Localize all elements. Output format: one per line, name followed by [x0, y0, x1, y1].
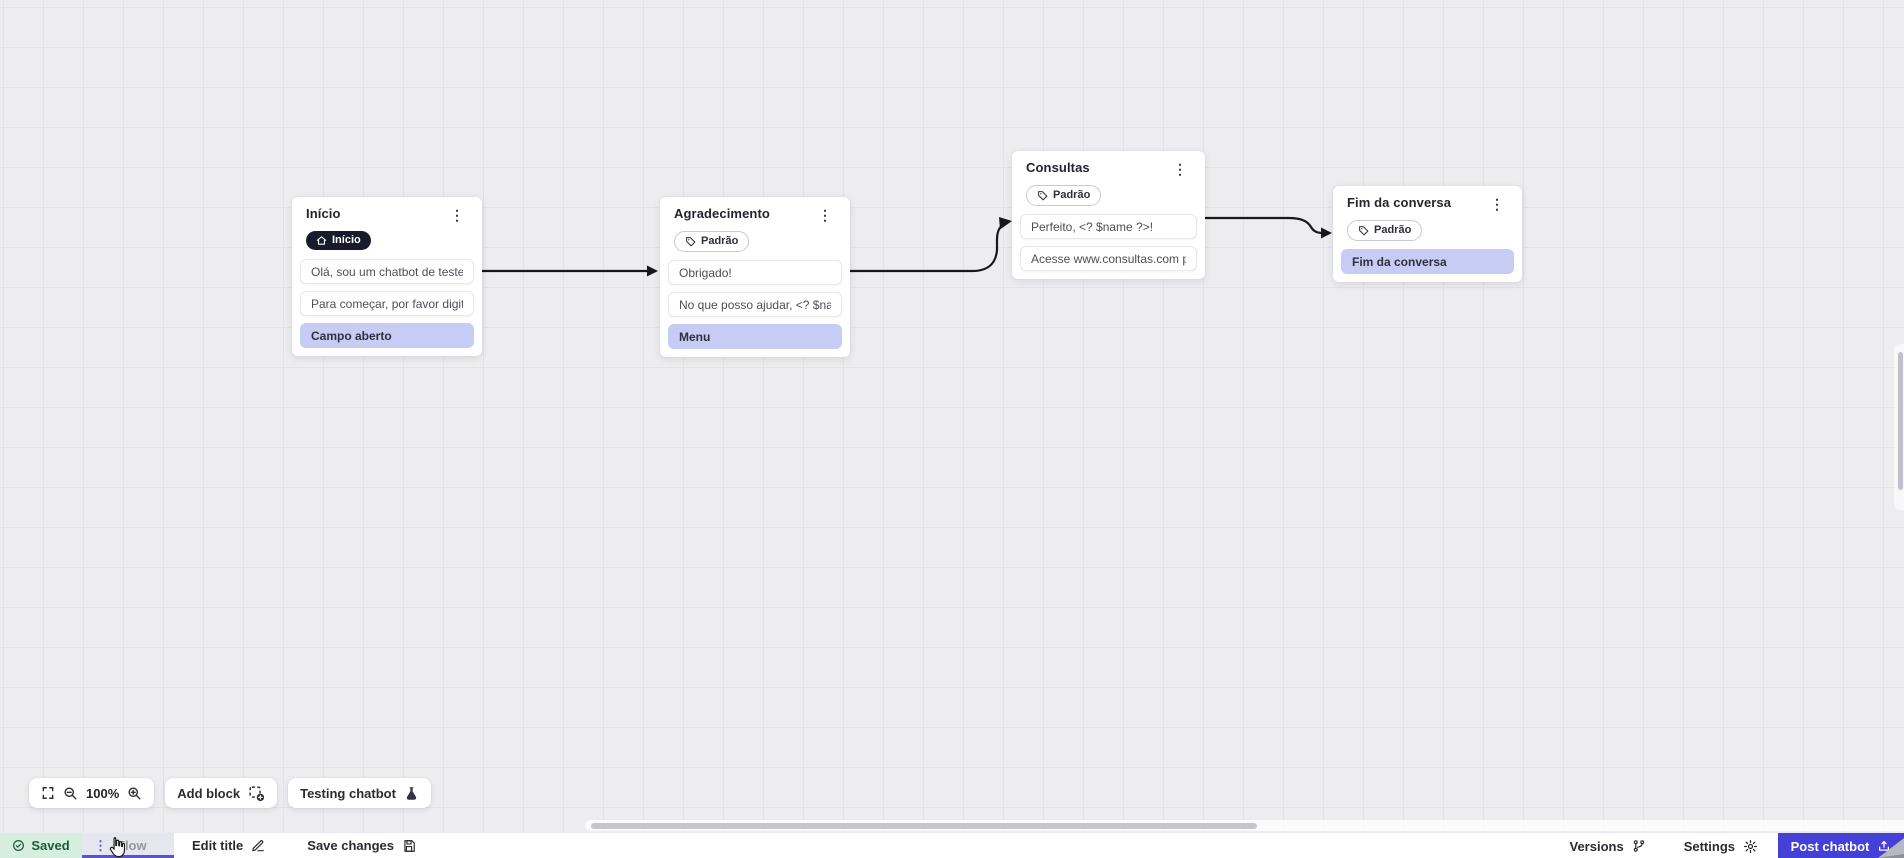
- node-agradecimento[interactable]: Agradecimento ⋮ Padrão Obrigado! No que …: [660, 197, 850, 358]
- node-title: Fim da conversa: [1347, 195, 1452, 210]
- badge-label: Padrão: [701, 235, 739, 247]
- save-changes-button[interactable]: Save changes: [307, 833, 416, 858]
- edit-title-label: Edit title: [192, 838, 244, 853]
- block-input[interactable]: Menu: [668, 324, 842, 350]
- saved-label: Saved: [31, 838, 70, 853]
- status-bar: Saved ⋮ Flow Edit title Save changes Ver…: [0, 832, 1904, 858]
- zoom-out-icon[interactable]: [63, 786, 78, 801]
- canvas-toolbar: 100% Add block Testing chatbot: [29, 778, 431, 808]
- add-block-icon: [248, 785, 265, 802]
- group-badge: Padrão: [1026, 185, 1102, 207]
- tab-flow[interactable]: ⋮ Flow: [82, 833, 174, 858]
- flow-kebab-icon[interactable]: ⋮: [94, 838, 107, 853]
- node-consultas[interactable]: Consultas ⋮ Padrão Perfeito, <? $name ?>…: [1012, 151, 1205, 280]
- save-icon: [404, 839, 415, 852]
- check-circle-icon: [13, 840, 25, 851]
- kebab-menu-icon[interactable]: ⋮: [1490, 196, 1504, 212]
- arrowhead: [999, 217, 1012, 230]
- saved-status-badge: Saved: [0, 833, 82, 858]
- badge-label: Padrão: [1374, 224, 1412, 236]
- badge-label: Início: [332, 234, 361, 246]
- versions-label: Versions: [1569, 838, 1624, 854]
- vertical-scrollbar-thumb[interactable]: [1898, 352, 1903, 490]
- arrowhead: [1321, 227, 1332, 239]
- versions-button[interactable]: Versions: [1570, 839, 1646, 854]
- statusbar-right: Versions Settings Post chatbot: [1570, 833, 1904, 858]
- add-block-label: Add block: [177, 785, 241, 801]
- tag-icon: [1038, 191, 1048, 201]
- kebab-menu-icon[interactable]: ⋮: [450, 207, 464, 223]
- edge-consultas-fim: [1203, 216, 1325, 235]
- block-input[interactable]: Fim da conversa: [1341, 249, 1514, 275]
- flow-canvas[interactable]: Início ⋮ Início Olá, sou um chatbot de t…: [0, 0, 1904, 832]
- flask-icon: [404, 786, 419, 801]
- block-text[interactable]: Olá, sou um chatbot de teste!: [300, 259, 474, 285]
- save-changes-label: Save changes: [307, 838, 394, 853]
- testing-chatbot-label: Testing chatbot: [300, 785, 396, 801]
- tag-icon: [686, 237, 696, 247]
- git-branch-icon: [1633, 840, 1644, 852]
- block-text[interactable]: Acesse www.consultas.com par...: [1020, 246, 1197, 272]
- block-text[interactable]: Perfeito, <? $name ?>!: [1020, 214, 1197, 240]
- active-tab-underline: [82, 855, 174, 858]
- home-icon: [316, 236, 327, 245]
- start-badge: Início: [306, 231, 371, 251]
- tag-icon: [1359, 226, 1369, 236]
- block-text[interactable]: Para começar, por favor digite o ...: [300, 291, 474, 317]
- zoom-level: 100%: [86, 785, 120, 801]
- edit-title-button[interactable]: Edit title: [192, 833, 265, 858]
- badge-label: Padrão: [1053, 189, 1091, 201]
- horizontal-scrollbar-thumb[interactable]: [591, 823, 1257, 829]
- settings-label: Settings: [1683, 838, 1735, 854]
- settings-button[interactable]: Settings: [1684, 839, 1758, 854]
- group-badge: Padrão: [674, 231, 750, 253]
- zoom-in-icon[interactable]: [127, 786, 142, 801]
- gear-icon: [1743, 839, 1758, 853]
- zoom-toolbar: 100%: [29, 778, 155, 808]
- node-fim-da-conversa[interactable]: Fim da conversa ⋮ Padrão Fim da conversa: [1333, 186, 1522, 283]
- fullscreen-icon[interactable]: [41, 786, 55, 800]
- block-input[interactable]: Campo aberto: [300, 323, 474, 349]
- post-chatbot-label: Post chatbot: [1790, 838, 1870, 854]
- block-text[interactable]: No que posso ajudar, <? $name ...: [668, 292, 842, 318]
- add-block-button[interactable]: Add block: [165, 778, 278, 808]
- flow-tab-label: Flow: [117, 838, 147, 853]
- kebab-menu-icon[interactable]: ⋮: [818, 207, 832, 223]
- node-title: Consultas: [1026, 160, 1090, 175]
- node-inicio[interactable]: Início ⋮ Início Olá, sou um chatbot de t…: [292, 197, 482, 357]
- flow-edges: [480, 216, 1332, 277]
- node-title: Início: [306, 206, 341, 221]
- testing-chatbot-button[interactable]: Testing chatbot: [288, 778, 431, 808]
- arrowhead: [647, 265, 658, 277]
- node-title: Agradecimento: [674, 206, 770, 221]
- kebab-menu-icon[interactable]: ⋮: [1173, 161, 1187, 177]
- screenshot-corner-fold: [1878, 838, 1904, 858]
- pencil-icon: [252, 839, 265, 851]
- edge-agradecimento-consultas: [848, 221, 1008, 273]
- block-text[interactable]: Obrigado!: [668, 260, 842, 286]
- group-badge: Padrão: [1347, 220, 1423, 242]
